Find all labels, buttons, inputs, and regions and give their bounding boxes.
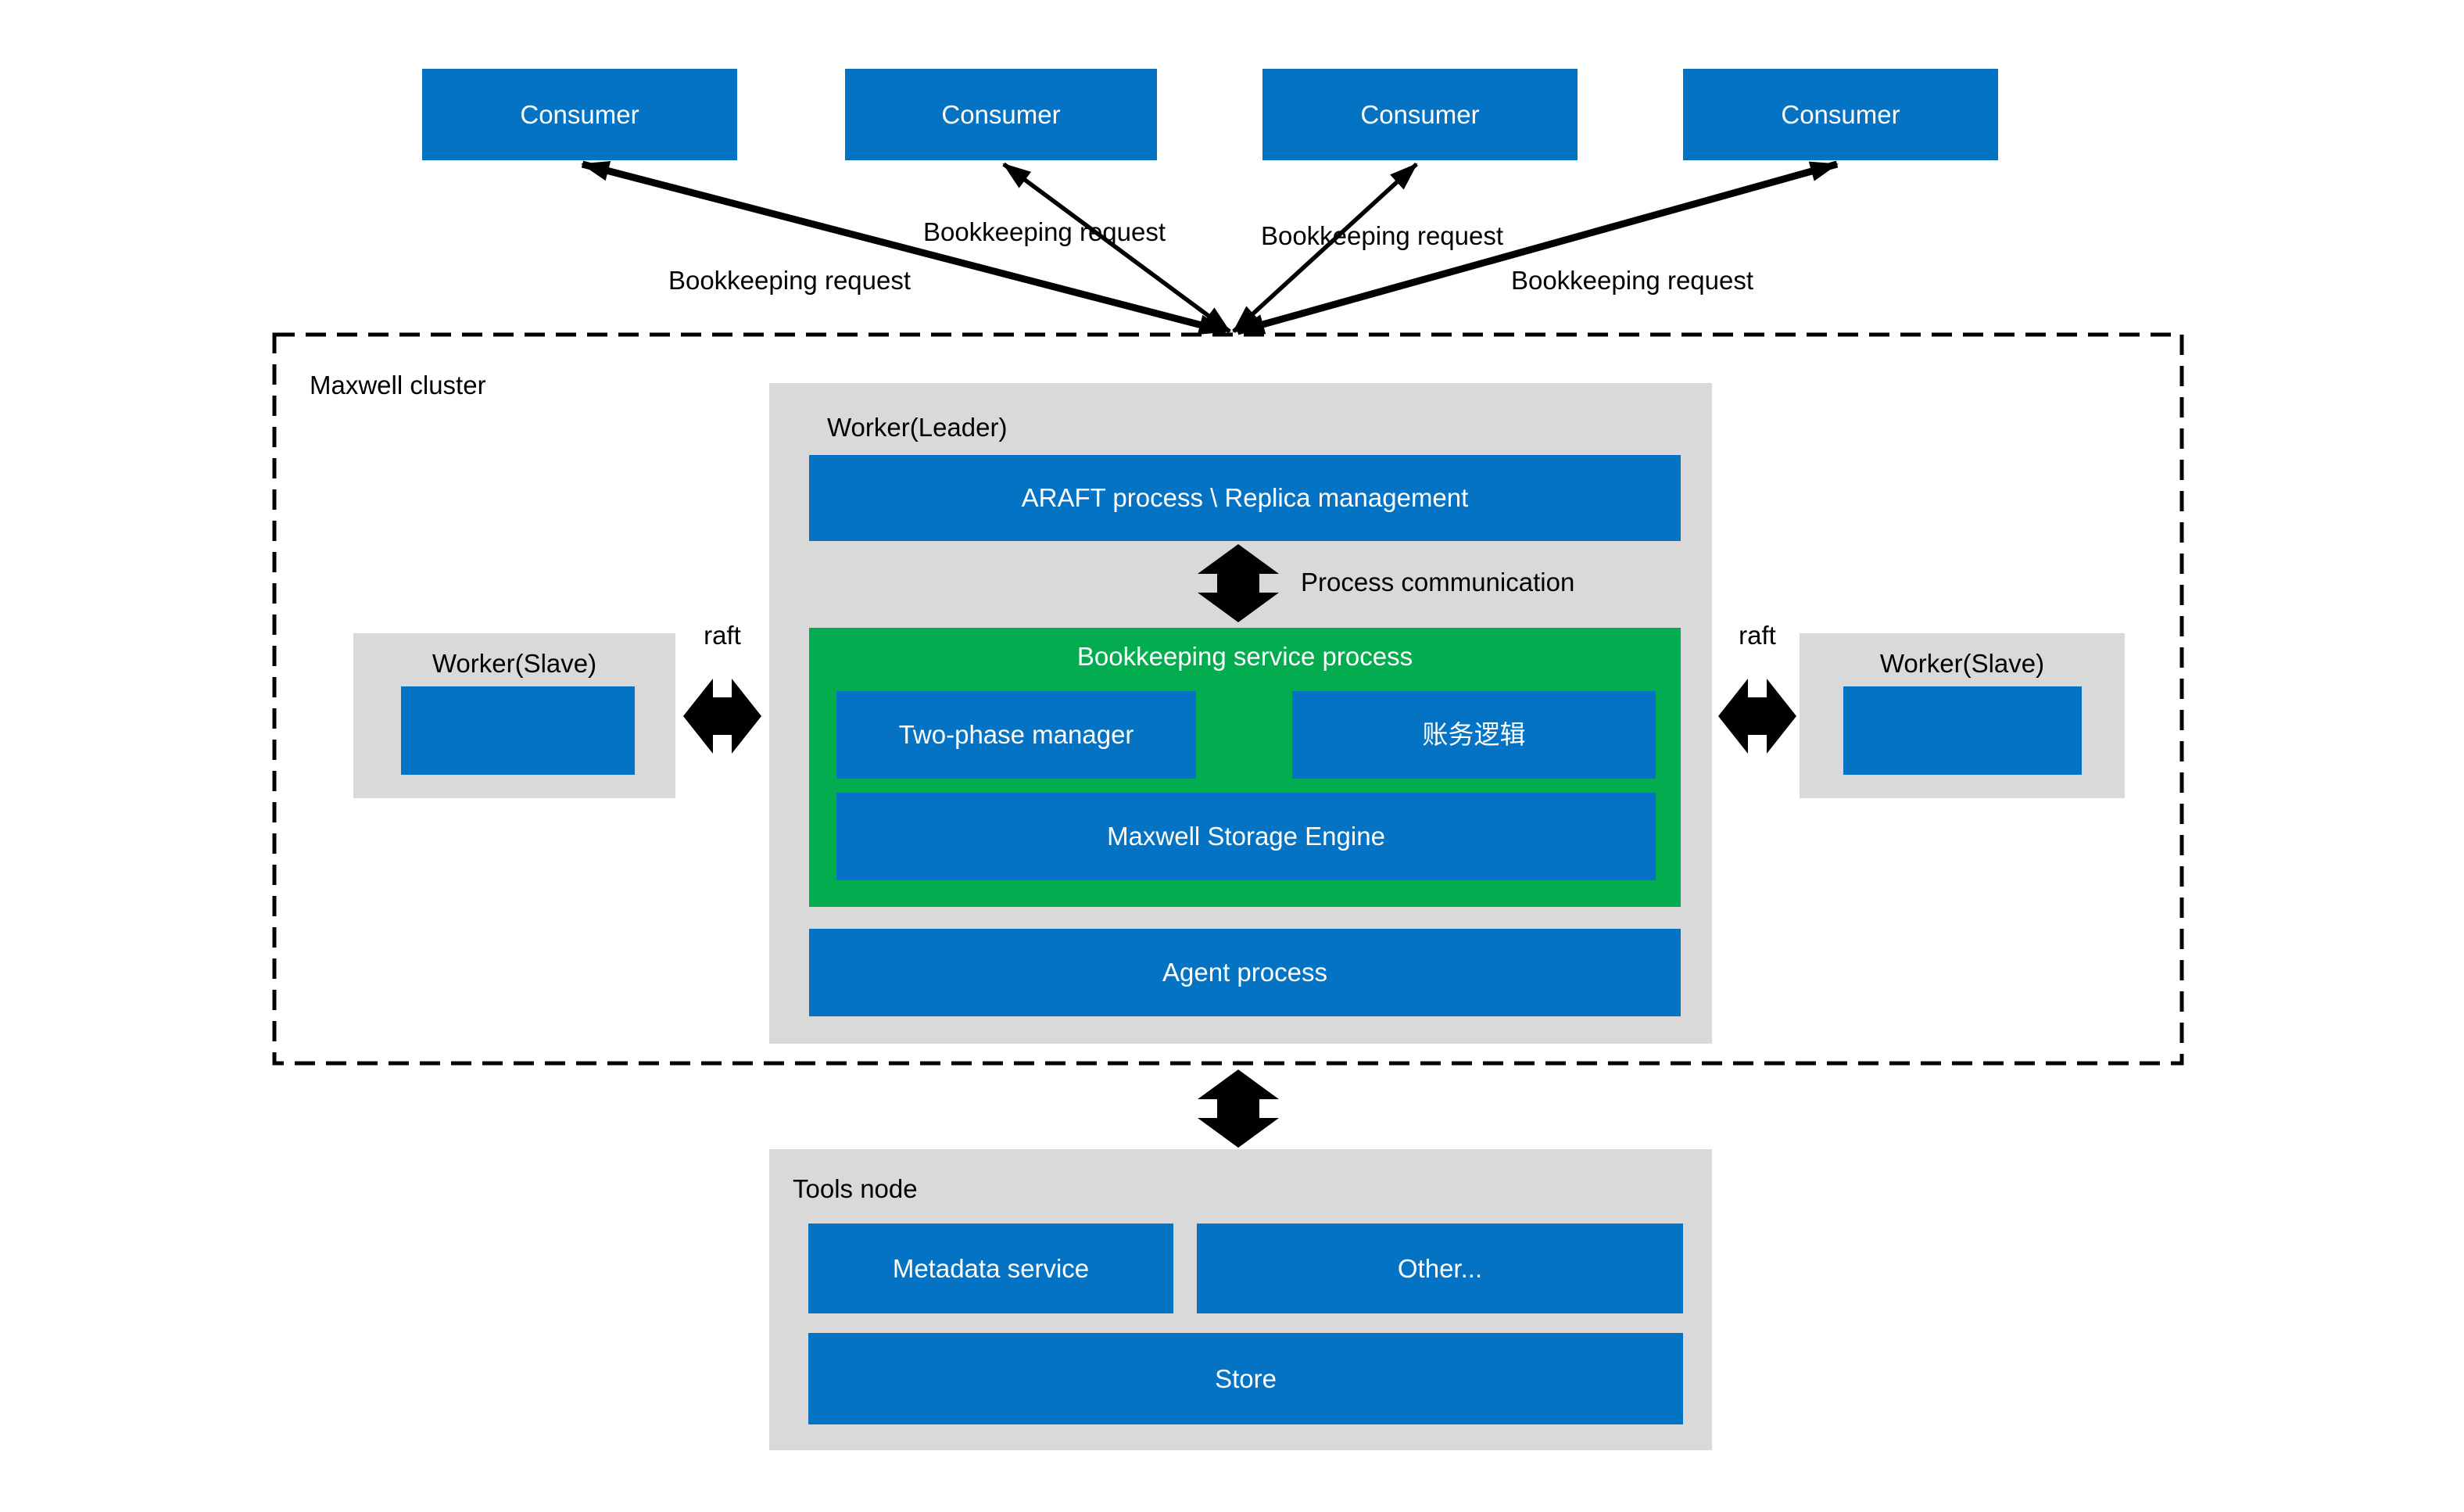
consumer-box-1: Consumer [422,69,737,160]
raft-label-right: raft [1739,621,1776,650]
worker-leader-title: Worker(Leader) [827,413,1008,442]
accounting-logic-box: 账务逻辑 [1292,691,1656,779]
cluster-tools-arrow-icon [1198,1070,1279,1148]
request-label-2: Bookkeeping request [922,217,1166,246]
process-communication-arrow-icon [1198,544,1279,622]
two-phase-manager-label: Two-phase manager [898,720,1134,750]
bookkeeping-service-box: Bookkeeping service process Two-phase ma… [809,628,1681,907]
consumer-label: Consumer [941,99,1061,129]
consumer-box-3: Consumer [1262,69,1578,160]
consumer-box-2: Consumer [845,69,1157,160]
worker-slave-left-title: Worker(Slave) [432,649,597,678]
other-label: Other... [1397,1253,1483,1283]
request-label-4: Bookkeeping request [1510,266,1754,295]
bookkeeping-request-arrow-2 [1002,162,1231,334]
araft-process-bar: ARAFT process \ Replica management [809,455,1681,541]
request-label-1: Bookkeeping request [668,266,911,295]
worker-slave-left-process-box [401,686,635,775]
bookkeeping-request-arrow-1 [581,160,1227,335]
worker-leader-panel: Worker(Leader) ARAFT process \ Replica m… [769,383,1712,1044]
worker-slave-left-panel: Worker(Slave) [353,633,675,798]
arrow-left-half [1718,679,1762,754]
tools-node-panel: Tools node Metadata service Other... Sto… [769,1149,1712,1450]
two-phase-manager-box: Two-phase manager [836,691,1196,779]
consumer-label: Consumer [520,99,639,129]
bookkeeping-service-title: Bookkeeping service process [1076,642,1413,671]
raft-arrow-left-icon [683,679,761,754]
arrow-down-half [1198,1104,1279,1148]
accounting-logic-label: 账务逻辑 [1422,720,1526,750]
raft-arrow-right-icon [1718,679,1796,754]
agent-process-bar: Agent process [809,929,1681,1016]
arrow-down-half [1198,579,1279,622]
araft-process-label: ARAFT process \ Replica management [1021,483,1469,513]
metadata-service-label: Metadata service [892,1253,1090,1283]
worker-slave-right-process-box [1843,686,2082,775]
worker-slave-right-panel: Worker(Slave) [1800,633,2125,798]
arrow-up-half [1198,544,1279,588]
bookkeeping-request-arrow-4 [1236,160,1839,335]
maxwell-cluster-label: Maxwell cluster [310,371,486,399]
process-communication-label: Process communication [1301,568,1575,597]
store-box: Store [808,1333,1683,1424]
maxwell-cluster-boundary [272,332,2184,1066]
maxwell-storage-engine-label: Maxwell Storage Engine [1107,822,1385,851]
metadata-service-box: Metadata service [808,1224,1173,1313]
tools-node-title: Tools node [793,1174,918,1203]
other-box: Other... [1197,1224,1683,1313]
arrow-left-half [683,679,727,754]
raft-label-left: raft [704,621,741,650]
consumer-box-4: Consumer [1683,69,1998,160]
store-label: Store [1215,1363,1277,1393]
worker-slave-right-title: Worker(Slave) [1879,649,2045,678]
consumer-label: Consumer [1360,99,1480,129]
arrow-up-half [1198,1070,1279,1113]
arrow-right-half [718,679,761,754]
request-label-3: Bookkeeping request [1260,221,1504,250]
agent-process-label: Agent process [1162,958,1327,987]
consumer-label: Consumer [1781,99,1900,129]
maxwell-storage-engine-box: Maxwell Storage Engine [836,793,1656,880]
arrow-right-half [1753,679,1796,754]
